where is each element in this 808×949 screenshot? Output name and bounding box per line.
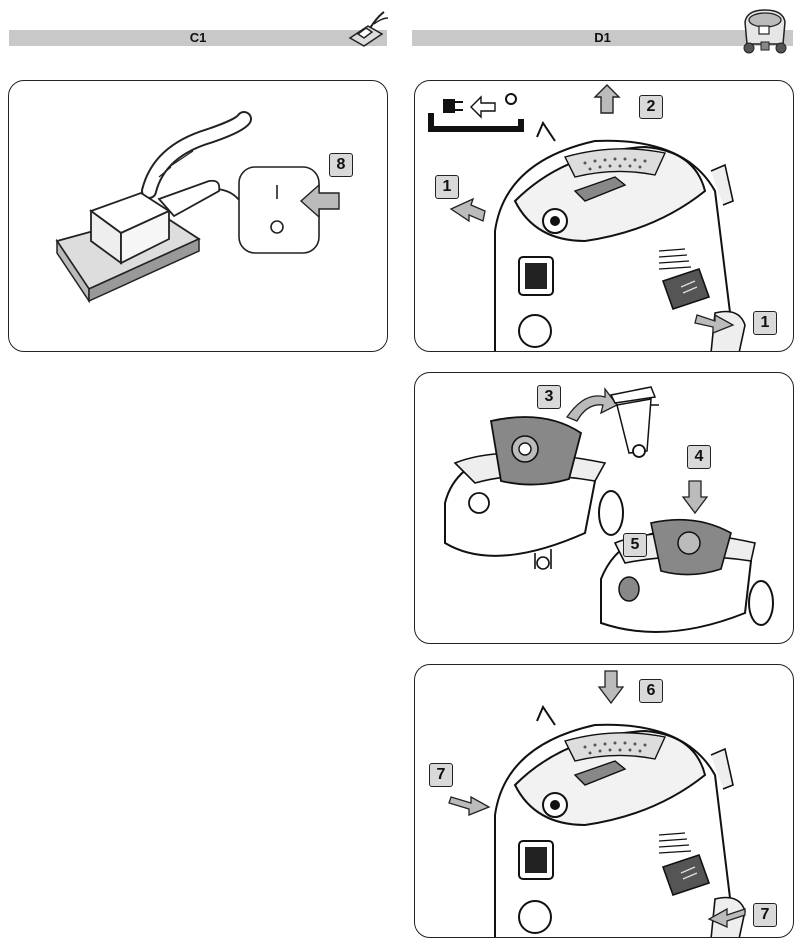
panel-c1: 8 [8, 80, 388, 352]
step-badge-1-right: 1 [753, 311, 777, 335]
step-badge-4: 4 [687, 445, 711, 469]
vacuum-open-right [600, 518, 774, 633]
curved-arrow-icon [566, 387, 618, 422]
unplug-power-icon [428, 93, 524, 132]
step-badge-7-left: 7 [429, 763, 453, 787]
step-badge-8: 8 [329, 153, 353, 177]
down-arrow-icon [597, 670, 625, 705]
step-badge-6: 6 [639, 679, 663, 703]
push-arrow-icon [299, 183, 340, 219]
section-label-c1: C1 [189, 30, 207, 45]
panel-d1-top: 2 1 1 [414, 80, 794, 352]
step-badge-1-left: 1 [435, 175, 459, 199]
section-header-d1: D1 [412, 30, 793, 46]
vacuum-head-icon [494, 704, 736, 937]
filter-bag-icon [489, 416, 583, 486]
down-arrow-icon [681, 480, 709, 515]
waste-bin-icon [609, 386, 659, 458]
step-badge-7-right: 7 [753, 903, 777, 927]
lift-arrow-icon [593, 84, 621, 114]
vacuum-cleaner-icon [743, 9, 787, 54]
push-arrow-icon [448, 795, 746, 929]
step-badge-3: 3 [537, 385, 561, 409]
panel-d1-bot: 6 7 7 [414, 664, 794, 938]
step-badge-5: 5 [623, 533, 647, 557]
step-badge-2: 2 [639, 95, 663, 119]
section-label-d1: D1 [594, 30, 611, 45]
push-arrow-icon [449, 197, 735, 334]
sander-with-hose-icon [55, 111, 252, 304]
power-switch-icon [238, 166, 320, 254]
orbital-sander-icon [348, 11, 389, 47]
section-header-c1: C1 [9, 30, 387, 46]
panel-d1-mid: 3 4 5 [414, 372, 794, 644]
